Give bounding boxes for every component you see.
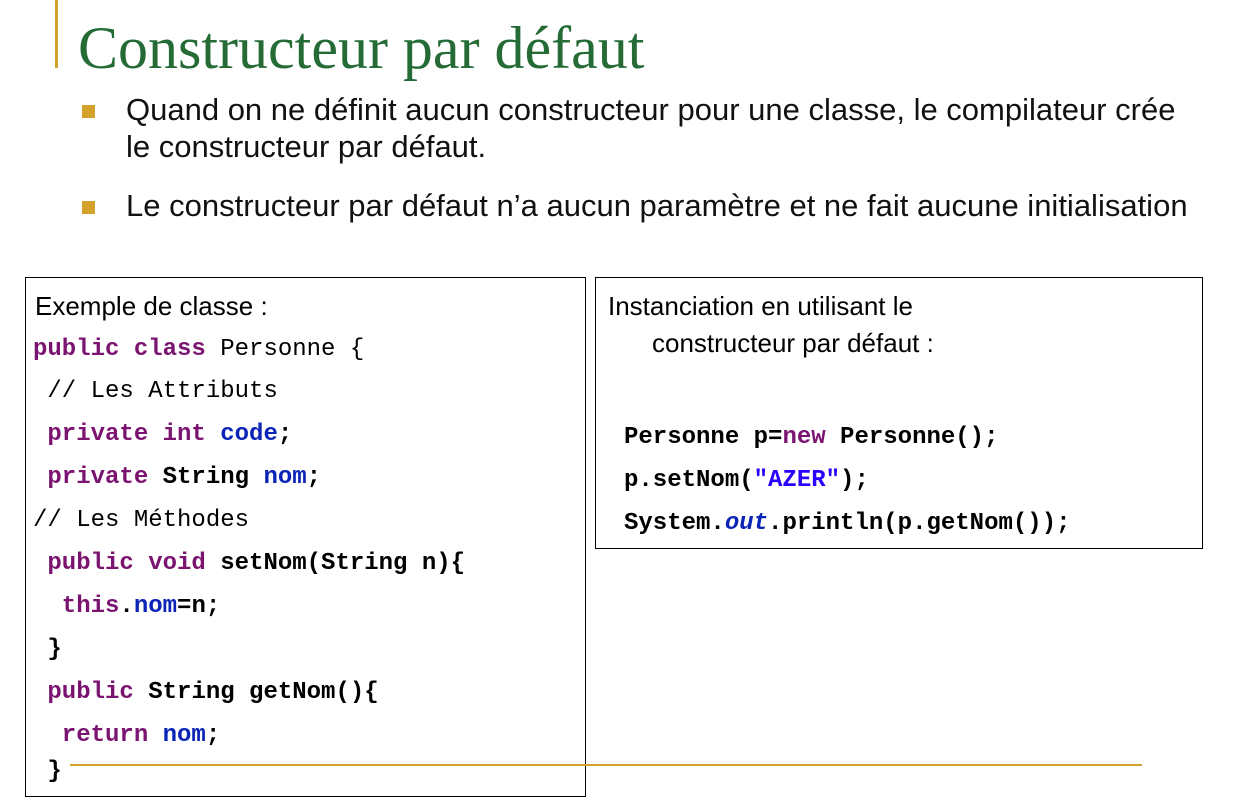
bullet-text: Le constructeur par défaut n’a aucun par…	[126, 188, 1188, 223]
instantiation-heading: constructeur par défaut :	[652, 328, 934, 358]
code-line: public class Personne {	[33, 336, 365, 363]
slide-title: Constructeur par défaut	[78, 15, 645, 81]
code-line: private int code;	[33, 421, 293, 448]
code-line: p.setNom("AZER");	[624, 467, 869, 494]
bullet-square-icon	[82, 201, 95, 214]
instantiation-heading: Instanciation en utilisant le	[608, 291, 913, 321]
title-accent-bar	[55, 0, 58, 68]
code-line: public String getNom(){	[33, 679, 379, 706]
code-line: return nom;	[33, 722, 221, 749]
code-line: // Les Attributs	[33, 378, 278, 405]
code-line: this.nom=n;	[33, 593, 221, 620]
code-line: System.out.println(p.getNom());	[624, 510, 1071, 537]
class-example-box: Exemple de classe : public class Personn…	[25, 277, 586, 797]
bullet-item: Quand on ne définit aucun constructeur p…	[81, 91, 1201, 165]
bullet-text: Quand on ne définit aucun constructeur p…	[126, 92, 1176, 164]
code-line: public void setNom(String n){	[33, 550, 466, 577]
footer-divider	[70, 764, 1142, 766]
bullet-square-icon	[82, 105, 95, 118]
class-example-heading: Exemple de classe :	[35, 291, 268, 321]
code-line: Personne p=new Personne();	[624, 424, 999, 451]
code-line: private String nom;	[33, 464, 322, 491]
bullet-item: Le constructeur par défaut n’a aucun par…	[81, 187, 1201, 224]
instantiation-example-box: Instanciation en utilisant le constructe…	[595, 277, 1203, 549]
code-line: // Les Méthodes	[33, 507, 250, 534]
code-line: }	[33, 758, 62, 785]
code-line: }	[33, 636, 62, 663]
